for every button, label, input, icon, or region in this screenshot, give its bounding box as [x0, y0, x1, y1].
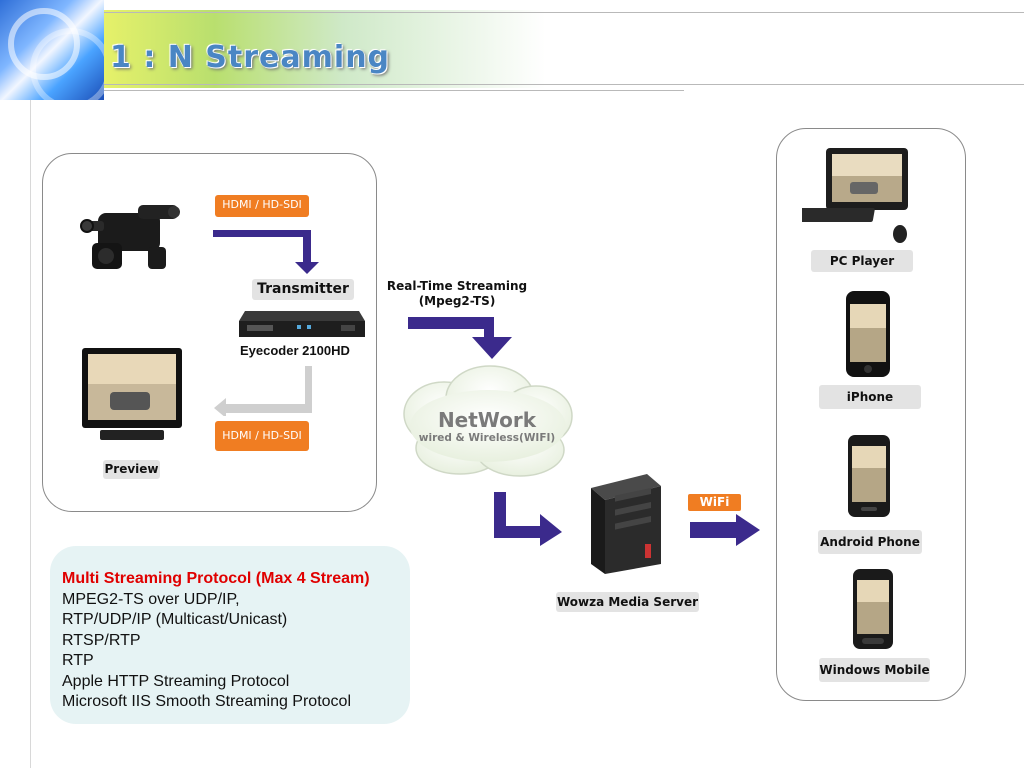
transmitter-label: Transmitter — [252, 279, 354, 300]
server-tower-icon — [591, 474, 661, 574]
page-title: 1 : N Streaming — [110, 40, 391, 75]
iphone-icon — [846, 291, 890, 377]
header-band — [104, 10, 1024, 88]
header-decoration — [0, 0, 104, 100]
client-label-android-phone: Android Phone — [818, 530, 922, 554]
camera-to-transmitter-arrow — [213, 230, 319, 274]
protocol-item: RTP — [62, 652, 94, 669]
stream-label-line1: Real-Time Streaming — [386, 279, 528, 293]
client-label-windows-mobile: Windows Mobile — [819, 658, 930, 682]
protocol-item: RTP/UDP/IP (Multicast/Unicast) — [62, 611, 288, 628]
protocol-item: RTSP/RTP — [62, 631, 141, 649]
protocol-heading: Multi Streaming Protocol (Max 4 Stream) — [62, 570, 370, 587]
protocol-box: Multi Streaming Protocol (Max 4 Stream) … — [50, 546, 410, 724]
preview-monitor-icon — [82, 348, 182, 440]
network-title: NetWork — [437, 408, 537, 432]
header-rule-top — [104, 12, 1024, 13]
android-phone-icon — [848, 435, 890, 517]
device-model-label: Eyecoder 2100HD — [240, 343, 350, 358]
network-subtitle: wired & Wireless(WIFI) — [418, 432, 556, 444]
client-label-iphone: iPhone — [819, 385, 921, 409]
protocol-item: Microsoft IIS Smooth Streaming Protocol — [62, 693, 351, 710]
stream-label: Real-Time Streaming (Mpeg2-TS) — [378, 279, 536, 309]
output-interface-tag: HDMI / HD-SDI — [215, 421, 309, 451]
stream-to-network-arrow — [408, 317, 512, 359]
network-to-server-arrow — [494, 492, 562, 546]
video-camera-icon — [80, 205, 180, 269]
wifi-tag: WiFi — [688, 494, 741, 511]
windows-mobile-icon — [853, 569, 893, 649]
input-interface-tag: HDMI / HD-SDI — [215, 195, 309, 217]
pc-icon — [802, 148, 908, 243]
network-cloud — [403, 365, 573, 477]
server-label: Wowza Media Server — [556, 592, 699, 612]
protocol-item: MPEG2-TS over UDP/IP, — [62, 590, 240, 608]
preview-label: Preview — [103, 460, 160, 479]
eyecoder-device-icon — [239, 311, 365, 337]
header-rule-short — [104, 90, 684, 91]
server-to-clients-arrow — [690, 514, 760, 546]
transmitter-to-preview-arrow — [214, 366, 312, 416]
stream-label-line2: (Mpeg2-TS) — [418, 294, 496, 308]
header-rule-bottom — [104, 84, 1024, 85]
left-guide-line — [30, 100, 31, 768]
client-label-pc-player: PC Player — [811, 250, 913, 272]
protocol-item: Apple HTTP Streaming Protocol — [62, 672, 290, 690]
